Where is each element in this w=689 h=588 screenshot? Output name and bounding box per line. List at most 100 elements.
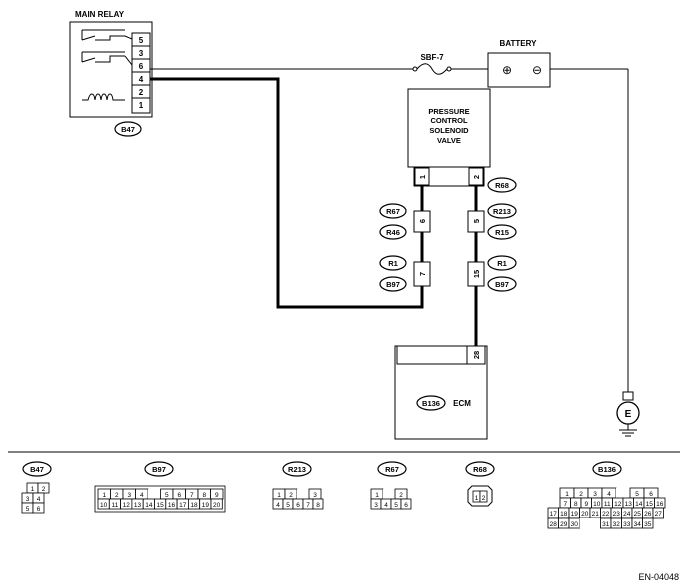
legend-r67-pin: 3	[374, 502, 378, 509]
legend-b47-code: B47	[30, 465, 44, 474]
battery-negative-icon: ⊖	[532, 63, 542, 77]
relay-pin-3: 3	[139, 49, 144, 58]
legend-r213-pin: 5	[286, 502, 290, 509]
ecm-connector-code: B136	[422, 399, 440, 408]
legend-r213-code: R213	[288, 465, 306, 474]
legend-b97-pin: 14	[145, 502, 153, 509]
battery-positive-icon: ⊕	[502, 63, 512, 77]
legend-b136-pin: 15	[646, 501, 654, 508]
legend-b136-pin: 21	[592, 511, 600, 518]
relay-pin-4: 4	[139, 75, 144, 84]
legend-b97-pin: 13	[134, 502, 142, 509]
legend-r213-pin: 4	[276, 502, 280, 509]
legend-b136-pin: 9	[584, 501, 588, 508]
legend-b136-pin: 14	[635, 501, 643, 508]
right-connector-2-bottom-code: B97	[495, 280, 509, 289]
legend-b97-pin: 12	[123, 502, 131, 509]
legend-b136-pin: 35	[644, 521, 652, 528]
legend-b136-pin: 29	[560, 521, 568, 528]
main-relay-title: MAIN RELAY	[75, 10, 125, 19]
legend-r213-pin: 7	[306, 502, 310, 509]
legend-b136-code: B136	[598, 465, 616, 474]
legend-b97-code: B97	[152, 465, 166, 474]
legend-b136-pin: 1	[565, 491, 569, 498]
legend-b136-pin: 2	[579, 491, 583, 498]
legend-b97-pin: 8	[202, 492, 206, 499]
legend-b136-pin: 32	[613, 521, 621, 528]
battery: BATTERY ⊕ ⊖	[487, 39, 551, 88]
legend-r67-pin: 4	[384, 502, 388, 509]
legend-b97-pin: 16	[168, 502, 176, 509]
legend-b47-pin: 3	[26, 496, 30, 503]
legend-b136-pin: 23	[613, 511, 621, 518]
legend-r68-code: R68	[473, 465, 487, 474]
legend-b47-pin: 5	[26, 506, 30, 513]
right-connector-1-bottom-code: R15	[495, 228, 509, 237]
relay-pin-1: 1	[139, 101, 144, 110]
legend-b97-pin: 19	[202, 502, 210, 509]
left-connector-2: 7 R1 B97	[379, 255, 431, 292]
legend-r67-pin: 2	[399, 492, 403, 499]
legend-b136-pin: 33	[623, 521, 631, 528]
legend-r213-pin: 3	[313, 492, 317, 499]
right-connector-1-top-code: R213	[493, 207, 511, 216]
right-connector-1: 5 R213 R15	[467, 203, 517, 240]
legend-b97-pin: 20	[213, 502, 221, 509]
legend-b136-pin: 10	[593, 501, 601, 508]
legend-b97-pin: 2	[115, 492, 119, 499]
legend-b136-pin: 17	[550, 511, 558, 518]
valve-connector-badge	[487, 177, 517, 193]
left-connector-2-pin: 7	[418, 272, 427, 276]
battery-label: BATTERY	[500, 39, 538, 48]
legend-b47-pin: 2	[42, 486, 46, 493]
right-connector-2-top-code: R1	[497, 259, 507, 268]
legend-b136-pin: 24	[623, 511, 631, 518]
relay-connector-code: B47	[121, 125, 135, 134]
valve-connector-code: R68	[495, 181, 509, 190]
legend-b136-pin: 16	[656, 501, 664, 508]
legend-b47-pin: 4	[37, 496, 41, 503]
document-code: EN-04048	[638, 572, 679, 582]
legend-b97-badge	[144, 461, 174, 477]
valve-title-line-3: SOLENOID	[429, 126, 469, 135]
valve-title-line-1: PRESSURE	[428, 107, 469, 116]
legend-b97-pin: 17	[179, 502, 187, 509]
legend-b97-pin: 18	[190, 502, 198, 509]
legend-r213-pin: 2	[289, 492, 293, 499]
legend-r68-pin: 1	[475, 495, 479, 502]
fuse-label: SBF-7	[420, 53, 444, 62]
legend-b136-pin: 7	[563, 501, 567, 508]
legend-b47-badge	[22, 461, 52, 477]
legend-b136-pin: 12	[614, 501, 622, 508]
ground-e: E	[616, 391, 640, 437]
left-connector-1-pin: 6	[418, 219, 427, 223]
legend-r67-code: R67	[385, 465, 399, 474]
legend-b136-pin: 31	[602, 521, 610, 528]
legend-b136-pin: 8	[574, 501, 578, 508]
valve-pin-2: 2	[472, 175, 481, 179]
legend-b136-pin: 25	[634, 511, 642, 518]
legend-b136-pin: 34	[634, 521, 642, 528]
legend-b136-pin: 27	[655, 511, 663, 518]
legend-b97-pin: 3	[127, 492, 131, 499]
legend-b97-pin: 5	[165, 492, 169, 499]
relay-pin-2: 2	[139, 88, 144, 97]
valve-title-line-2: CONTROL	[430, 116, 467, 125]
right-connector-2-pin: 15	[472, 270, 481, 278]
legend-r213-pin: 6	[296, 502, 300, 509]
legend-b97-pin: 9	[215, 492, 219, 499]
legend-r68-badge	[465, 461, 495, 477]
relay-pin-5: 5	[139, 36, 144, 45]
legend-b47-pin: 1	[31, 486, 35, 493]
legend-b47-pin: 6	[37, 506, 41, 513]
left-connector-1: 6 R67 R46	[379, 203, 431, 240]
valve-title-line-4: VALVE	[437, 136, 461, 145]
legend-b136-pin: 22	[602, 511, 610, 518]
legend-b97-pin: 10	[100, 502, 108, 509]
legend-b136-pin: 5	[635, 491, 639, 498]
left-connector-1-top-code: R67	[386, 207, 400, 216]
valve-pin-1: 1	[418, 175, 427, 179]
legend-r213-pin: 1	[277, 492, 281, 499]
legend-r213-badge	[282, 461, 312, 477]
